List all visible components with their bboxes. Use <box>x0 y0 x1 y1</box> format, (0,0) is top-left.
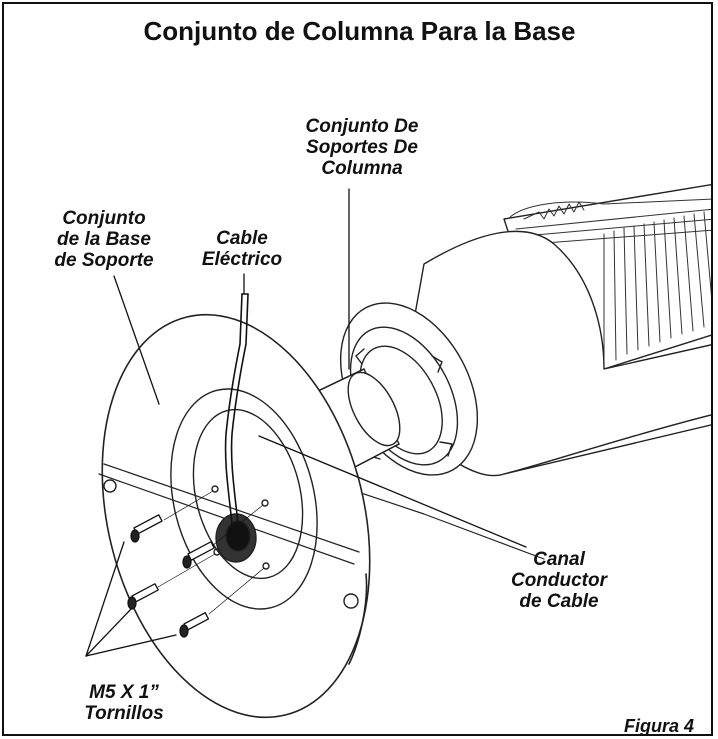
leader-base-assembly <box>113 275 160 405</box>
label-line: Conjunto De <box>305 116 419 137</box>
leader-cable-channel <box>258 435 527 548</box>
label-line: de la Base <box>57 229 151 250</box>
screws <box>127 490 265 638</box>
label-line: Soportes De <box>306 137 418 158</box>
label-power-cable: Cable Eléctrico <box>182 228 302 270</box>
label-line: Conductor <box>510 570 608 591</box>
label-line: Canal <box>533 549 585 570</box>
screw-3 <box>127 583 159 610</box>
label-line: de Soporte <box>54 250 154 271</box>
label-cable-channel: Canal Conductor de Cable <box>484 549 634 612</box>
leader-screw-3 <box>85 634 177 657</box>
assembly-illustration <box>85 183 711 719</box>
label-line: Conjunto <box>62 208 146 229</box>
label-line: M5 X 1” <box>89 682 159 703</box>
base-disc <box>98 313 371 719</box>
screw-2 <box>182 541 215 569</box>
figure-label: Figura 4 <box>624 716 695 736</box>
label-base-assembly: Conjunto de la Base de Soporte <box>34 208 174 271</box>
power-cable <box>224 293 249 525</box>
fan-grille <box>508 198 711 361</box>
leader-screw-1 <box>85 541 125 657</box>
label-screws: M5 X 1” Tornillos <box>64 682 184 724</box>
label-line: de Cable <box>519 591 599 612</box>
screw-1 <box>130 514 163 543</box>
label-line: Cable <box>216 228 268 249</box>
leader-lines <box>85 188 527 657</box>
label-line: Eléctrico <box>201 249 283 270</box>
screw-4 <box>179 612 210 638</box>
fan-tower <box>339 183 711 477</box>
label-line: Tornillos <box>84 703 164 724</box>
page-title: Conjunto de Columna Para la Base <box>143 16 576 46</box>
label-line: Columna <box>321 158 403 179</box>
leader-screw-2 <box>85 607 133 657</box>
label-column-supports: Conjunto De Soportes De Columna <box>262 116 462 179</box>
